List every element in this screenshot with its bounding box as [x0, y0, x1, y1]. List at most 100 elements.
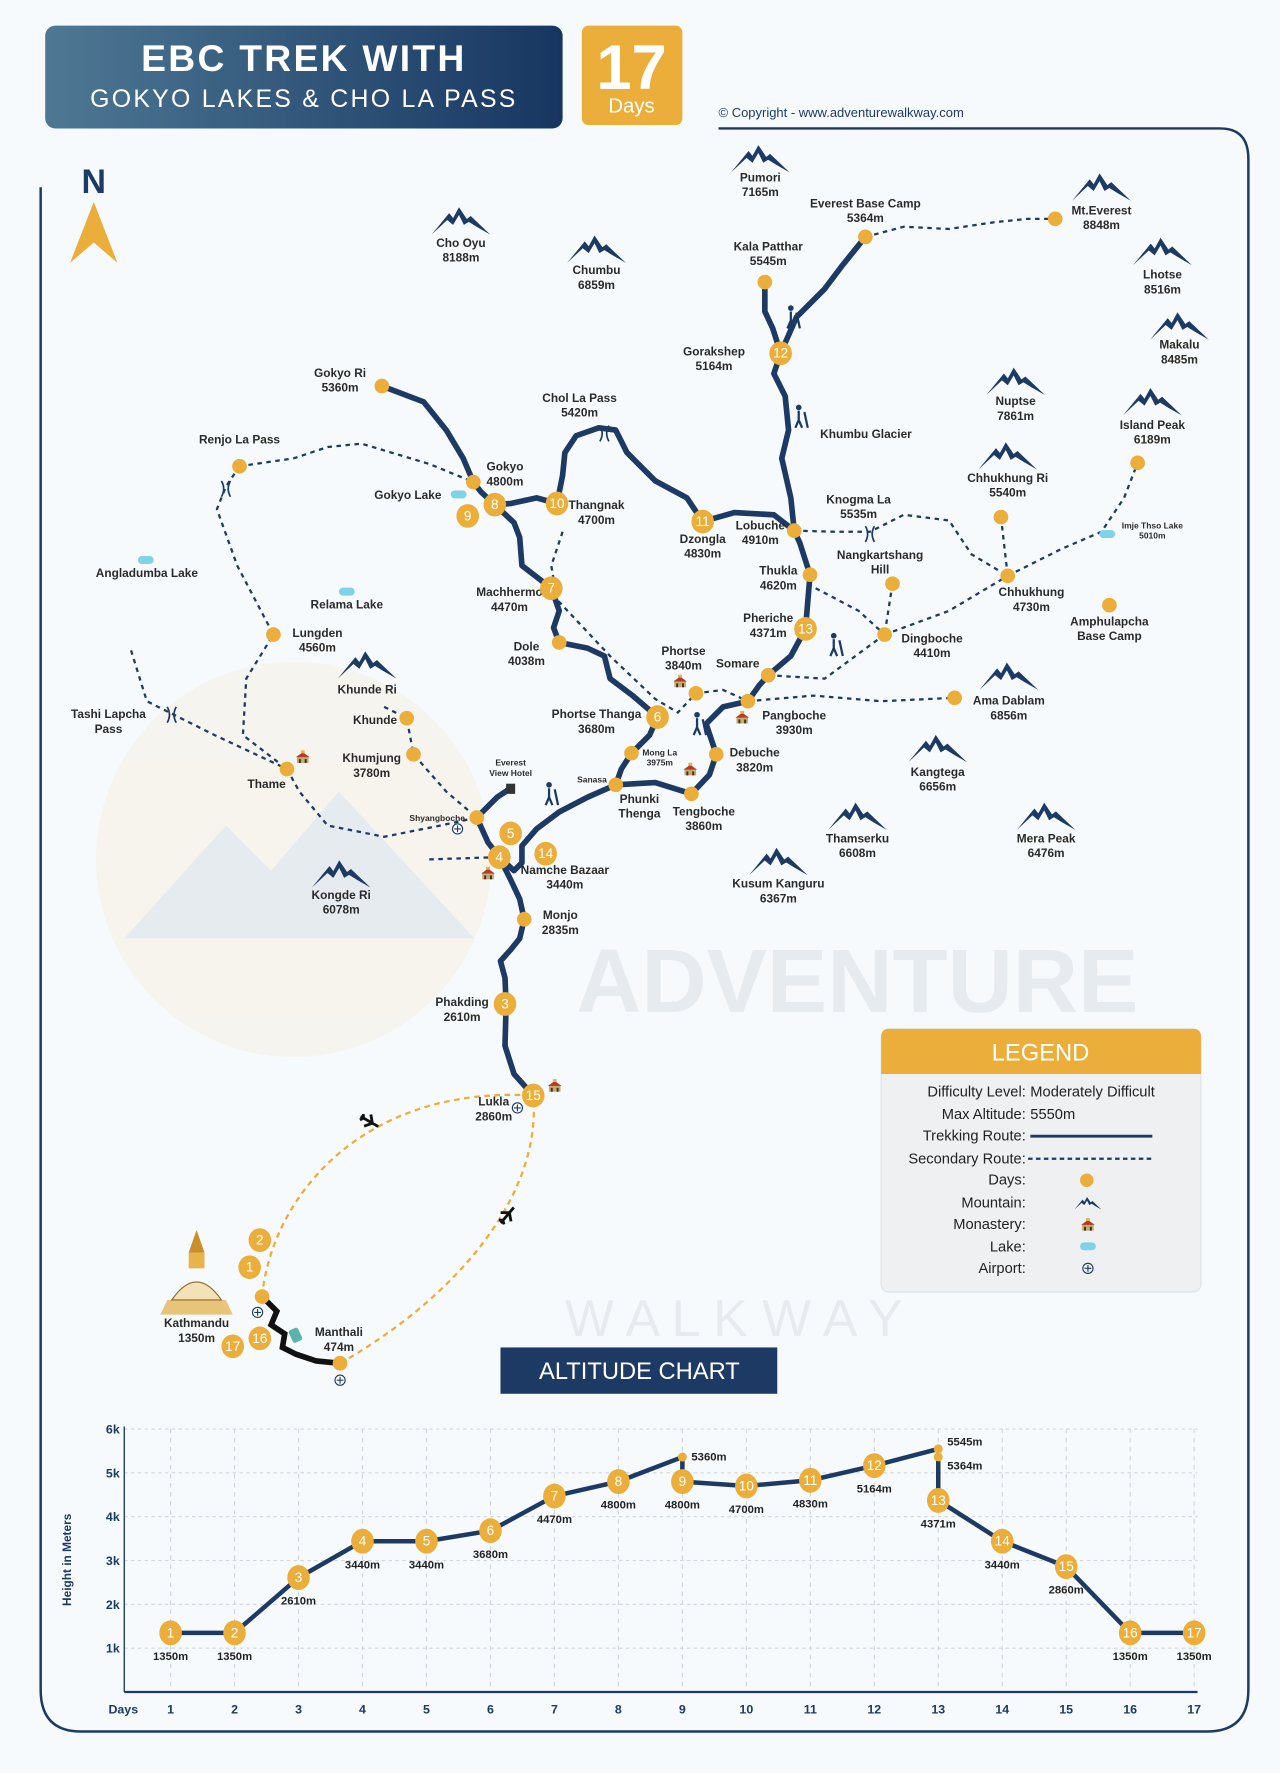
chart-point-day: 1: [167, 1625, 175, 1640]
monastery-icon: [683, 762, 698, 776]
mountain-name: Cho Oyu: [436, 236, 485, 250]
chart-point-label: 5164m: [857, 1484, 892, 1496]
place-label-line: Phortse Thanga: [552, 707, 642, 721]
location-dot: [993, 509, 1009, 525]
legend-secondary-route: Secondary Route:: [908, 1151, 1025, 1167]
title-banner: EBC TREK WITH GOKYO LAKES & CHO LA PASS: [45, 25, 563, 129]
monastery-icon: [547, 1079, 562, 1092]
flight-route: [260, 1093, 534, 1297]
place-label-line: 3680m: [578, 722, 615, 736]
airport-icon: [334, 1374, 346, 1386]
lake-icon: [338, 587, 355, 596]
location-dot: [740, 693, 756, 709]
secondary-route: [884, 574, 1009, 636]
mountain-name: Kangtega: [911, 765, 965, 779]
legend-airport-icon: [1082, 1262, 1094, 1275]
mountain-icon: [1133, 237, 1192, 266]
location-dot: [406, 746, 421, 762]
place-label-line: Knogma La: [826, 493, 891, 507]
mountain-icon: [828, 802, 887, 831]
legend-lake: Lake:: [990, 1239, 1026, 1255]
place-label-line: Thangnak: [568, 498, 624, 512]
secondary-route: [815, 587, 886, 636]
location-dot: [708, 746, 724, 762]
mountain-altitude: 6476m: [1028, 846, 1065, 860]
place-label-line: 3975m: [647, 758, 673, 768]
mountain-icon: [908, 734, 968, 763]
place-label-line: 2610m: [444, 1010, 481, 1024]
days-number: 17: [596, 33, 666, 103]
mountain-icon: [979, 662, 1039, 690]
mountain-name: Nuptse: [996, 394, 1037, 408]
place-label-line: Imje Thso Lake: [1122, 520, 1183, 530]
place-label-line: Amphulapcha: [1070, 615, 1149, 629]
legend-max-alt-value: 5550m: [1030, 1107, 1075, 1123]
place-label-line: Thukla: [759, 564, 798, 578]
location-dot: [551, 635, 567, 650]
location-dot: [1130, 455, 1145, 471]
chart-point-label: 3680m: [473, 1549, 508, 1561]
mountain-altitude: 7861m: [997, 409, 1034, 423]
location-dot: [232, 458, 247, 474]
day-marker: 3: [493, 992, 517, 1016]
mountain-name: Chhukhung Ri: [967, 471, 1048, 485]
place-label: Shyangboche: [409, 813, 465, 823]
place-label-line: Manthali: [315, 1325, 363, 1339]
location-dot: [877, 627, 892, 642]
chart-point-label: 1350m: [153, 1651, 188, 1663]
legend-day-dot-icon: [1080, 1173, 1094, 1188]
place-label-line: Dingboche: [901, 631, 963, 645]
location-dot: [688, 685, 704, 701]
chart-y-tick: 1k: [106, 1642, 120, 1656]
day-marker: 6: [646, 705, 669, 729]
day-marker: 11: [691, 509, 714, 534]
place-label-line: Base Camp: [1077, 629, 1142, 643]
days-badge: 17 Days: [581, 25, 683, 126]
place-label-line: Dzongla: [680, 532, 727, 546]
airplane-icon: [498, 1206, 515, 1225]
map-frame: [39, 127, 1250, 1733]
location-dot: [1000, 568, 1016, 584]
day-marker: 12: [769, 341, 792, 366]
mountain-name: Mera Peak: [1017, 831, 1076, 845]
chart-point: [415, 1528, 438, 1554]
days-label: Days: [608, 96, 654, 118]
chart-point-day: 6: [487, 1523, 495, 1538]
place-label-line: 4910m: [742, 533, 779, 547]
chart-point-day: 16: [1123, 1625, 1138, 1640]
trekking-route: [496, 279, 813, 874]
mountain-altitude: 6656m: [919, 779, 956, 793]
legend: LEGEND Difficulty Level: Moderately Diff…: [880, 1028, 1202, 1293]
place-label-line: 474m: [324, 1340, 354, 1354]
day-marker-number: 4: [496, 850, 504, 865]
chart-x-tick: 10: [739, 1702, 753, 1716]
watermark: ADVENTURE W A L K W A Y: [96, 661, 1138, 1348]
chart-point-label: 4800m: [665, 1500, 700, 1512]
place-label-line: Relama Lake: [311, 598, 384, 612]
location-dot: [279, 761, 295, 777]
secondary-route: [747, 694, 955, 703]
trekking-route: [492, 501, 661, 788]
place-label-line: 5535m: [840, 507, 877, 521]
chart-point-label: 5360m: [691, 1451, 726, 1463]
day-marker: 16: [248, 1326, 272, 1351]
trekker-icon: [692, 711, 708, 736]
day-marker-number: 3: [501, 996, 509, 1011]
chart-point: [1054, 1554, 1078, 1580]
mountain-name: Pumori: [740, 171, 781, 185]
location-dot: [1102, 597, 1117, 613]
chart-point-label: 1350m: [1113, 1651, 1148, 1663]
location-dot: [802, 567, 818, 583]
place-label-line: 4371m: [750, 626, 787, 640]
legend-monastery: Monastery:: [953, 1217, 1026, 1233]
legend-difficulty-value: Moderately Difficult: [1030, 1085, 1155, 1101]
chart-point-day: 3: [295, 1570, 303, 1585]
place-label-line: 5545m: [750, 254, 787, 268]
